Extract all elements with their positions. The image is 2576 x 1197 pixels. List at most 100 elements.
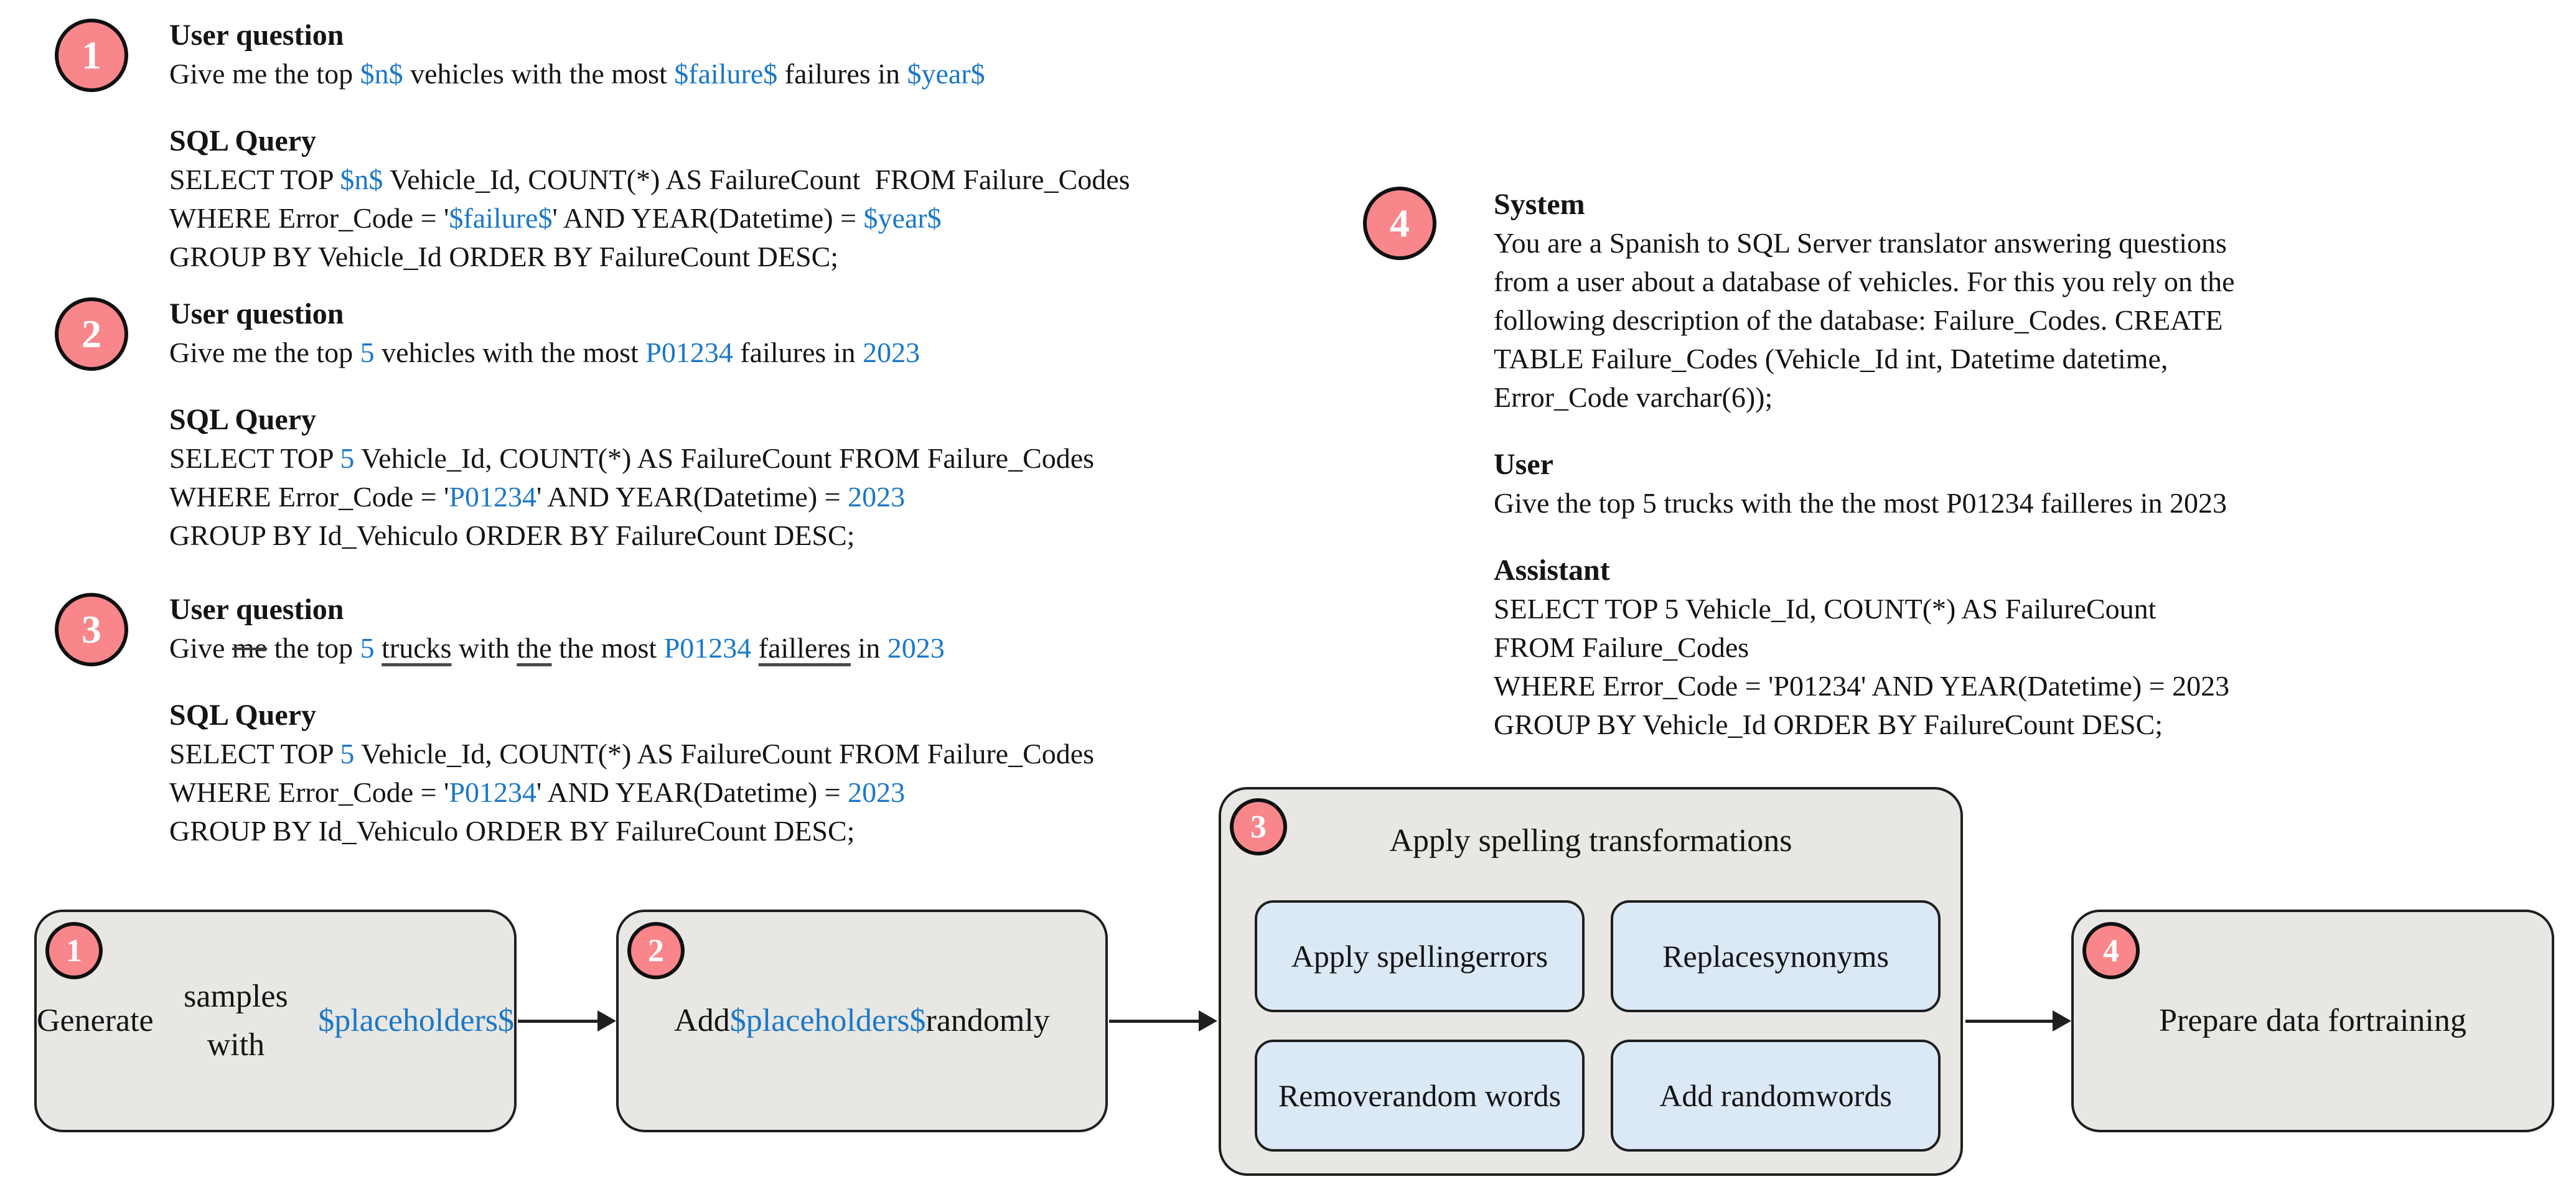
text-segment: ' AND YEAR(Datetime) = <box>536 776 848 808</box>
sql-line: WHERE Error_Code = 'P01234' AND YEAR(Dat… <box>169 773 1094 812</box>
text-segment: trucks <box>382 632 452 664</box>
step-badge-4-number: 4 <box>1390 201 1410 245</box>
text-segment: Vehicle_Id, COUNT(*) AS FailureCount FRO… <box>383 164 1130 195</box>
sql-line: WHERE Error_Code = 'P01234' AND YEAR(Dat… <box>169 478 1094 516</box>
user-label: User <box>1494 448 1553 481</box>
assistant-text: FROM Failure_Codes <box>1494 631 1749 663</box>
pipeline-step-badge-1: 1 <box>45 922 103 979</box>
text-segment: Give <box>169 632 232 664</box>
text-segment: Generate <box>37 1003 154 1038</box>
text-segment: training <box>2366 1003 2466 1038</box>
question-label: User question <box>169 593 344 626</box>
sql-line: GROUP BY Vehicle_Id ORDER BY FailureCoun… <box>169 238 1130 276</box>
pipeline-step-badge-3-number: 3 <box>1250 809 1267 845</box>
text-segment: 5 <box>340 738 355 770</box>
text-segment: Remove <box>1278 1078 1382 1113</box>
transformations-title: Apply spelling transformations <box>1389 823 1792 859</box>
text-segment: Add <box>674 1003 730 1038</box>
text-segment: Give me the top <box>169 337 360 368</box>
system-text: TABLE Failure_Codes (Vehicle_Id int, Dat… <box>1494 343 2168 375</box>
step-badge-3-number: 3 <box>82 607 101 651</box>
question-label: User question <box>169 297 344 330</box>
question-text: Give me the top 5 trucks with the the mo… <box>169 629 1094 668</box>
sql-line: SELECT TOP $n$ Vehicle_Id, COUNT(*) AS F… <box>169 161 1130 199</box>
sample-block-3: User question Give me the top 5 trucks w… <box>169 590 1094 850</box>
text-segment: Add random <box>1659 1078 1816 1113</box>
sql-line: WHERE Error_Code = '$failure$' AND YEAR(… <box>169 199 1130 238</box>
text-segment: random words <box>1382 1078 1562 1113</box>
text-segment: SELECT TOP <box>169 442 340 474</box>
conversation-block: System You are a Spanish to SQL Server t… <box>1494 185 2235 744</box>
pipeline-step-badge-1-number: 1 <box>66 933 82 969</box>
text-segment: WHERE Error_Code = ' <box>169 202 449 234</box>
spacer <box>169 93 1130 122</box>
text-segment: $year$ <box>907 58 985 90</box>
text-segment: vehicles with the most <box>374 337 646 368</box>
arrow-head-icon <box>597 1010 616 1032</box>
system-text: You are a Spanish to SQL Server translat… <box>1494 227 2227 259</box>
arrow-head-icon <box>1199 1010 1217 1032</box>
text-segment: 2023 <box>848 776 906 808</box>
text-segment: Vehicle_Id, COUNT(*) AS FailureCount FRO… <box>354 442 1095 474</box>
text-segment: 2023 <box>863 337 920 368</box>
pipeline-step-3-box: 3 Apply spelling transformations Apply s… <box>1219 787 1963 1176</box>
pipeline-step-2-box: 2 Add$placeholders$randomly <box>616 910 1108 1132</box>
text-segment: failleres <box>758 632 851 664</box>
text-segment: $year$ <box>863 202 942 234</box>
spacer <box>1494 417 2235 445</box>
sql-label: SQL Query <box>169 124 317 157</box>
pipeline-step-badge-4-number: 4 <box>2103 933 2119 969</box>
system-text: from a user about a database of vehicles… <box>1494 266 2235 297</box>
pipeline-step-badge-2-number: 2 <box>648 933 664 969</box>
sample-block-2: User question Give me the top 5 vehicles… <box>169 295 1094 555</box>
step-badge-3: 3 <box>55 593 128 666</box>
step-badge-1-number: 1 <box>82 33 101 77</box>
text-segment: P01234 <box>449 776 536 808</box>
text-segment: ' AND YEAR(Datetime) = <box>536 481 848 513</box>
text-segment: me <box>232 632 268 664</box>
text-segment: WHERE Error_Code = ' <box>169 776 449 808</box>
text-segment: samples with <box>184 979 288 1063</box>
text-segment: $placeholders$ <box>318 1003 514 1038</box>
text-segment: $placeholders$ <box>729 1003 926 1038</box>
arrow-head-icon <box>2053 1010 2071 1032</box>
flow-arrow-1 <box>518 1010 616 1032</box>
pipeline-step-2-label: Add$placeholders$randomly <box>619 912 1105 1130</box>
text-segment: 5 <box>360 337 375 368</box>
text-segment: in <box>850 632 888 664</box>
flow-arrow-2 <box>1109 1010 1217 1032</box>
text-segment: P01234 <box>663 632 752 664</box>
assistant-text: WHERE Error_Code = 'P01234' AND YEAR(Dat… <box>1494 670 2230 702</box>
system-text: following description of the database: F… <box>1494 304 2223 336</box>
text-segment: words <box>1815 1078 1892 1113</box>
sql-line: GROUP BY Id_Vehiculo ORDER BY FailureCou… <box>169 812 1094 850</box>
text-segment: errors <box>1475 939 1548 974</box>
text-segment: Replace <box>1662 939 1763 974</box>
text-segment: GROUP BY Id_Vehiculo ORDER BY FailureCou… <box>169 519 855 551</box>
text-segment: Vehicle_Id, COUNT(*) AS FailureCount FRO… <box>354 738 1095 770</box>
text-segment: randomly <box>925 1003 1050 1038</box>
text-segment: P01234 <box>645 337 733 368</box>
text-segment: synonyms <box>1763 939 1889 974</box>
text-segment: failures in <box>777 58 907 90</box>
pipeline-step-1-box: 1 Generate samples with $placeholders$ <box>34 910 517 1132</box>
sql-line: GROUP BY Id_Vehiculo ORDER BY FailureCou… <box>169 516 1094 555</box>
step-badge-2: 2 <box>55 297 128 371</box>
text-segment: Apply spelling <box>1291 939 1476 974</box>
text-segment: P01234 <box>449 481 536 513</box>
pipeline-step-1-label: Generate samples with $placeholders$ <box>37 912 514 1130</box>
text-segment: 5 <box>340 442 355 474</box>
question-label: User question <box>169 19 344 52</box>
text-segment: GROUP BY Id_Vehiculo ORDER BY FailureCou… <box>169 815 855 847</box>
sql-label: SQL Query <box>169 699 317 732</box>
sql-line: SELECT TOP 5 Vehicle_Id, COUNT(*) AS Fai… <box>169 735 1094 773</box>
step-badge-4: 4 <box>1363 187 1436 260</box>
text-segment: $failure$ <box>674 58 778 90</box>
